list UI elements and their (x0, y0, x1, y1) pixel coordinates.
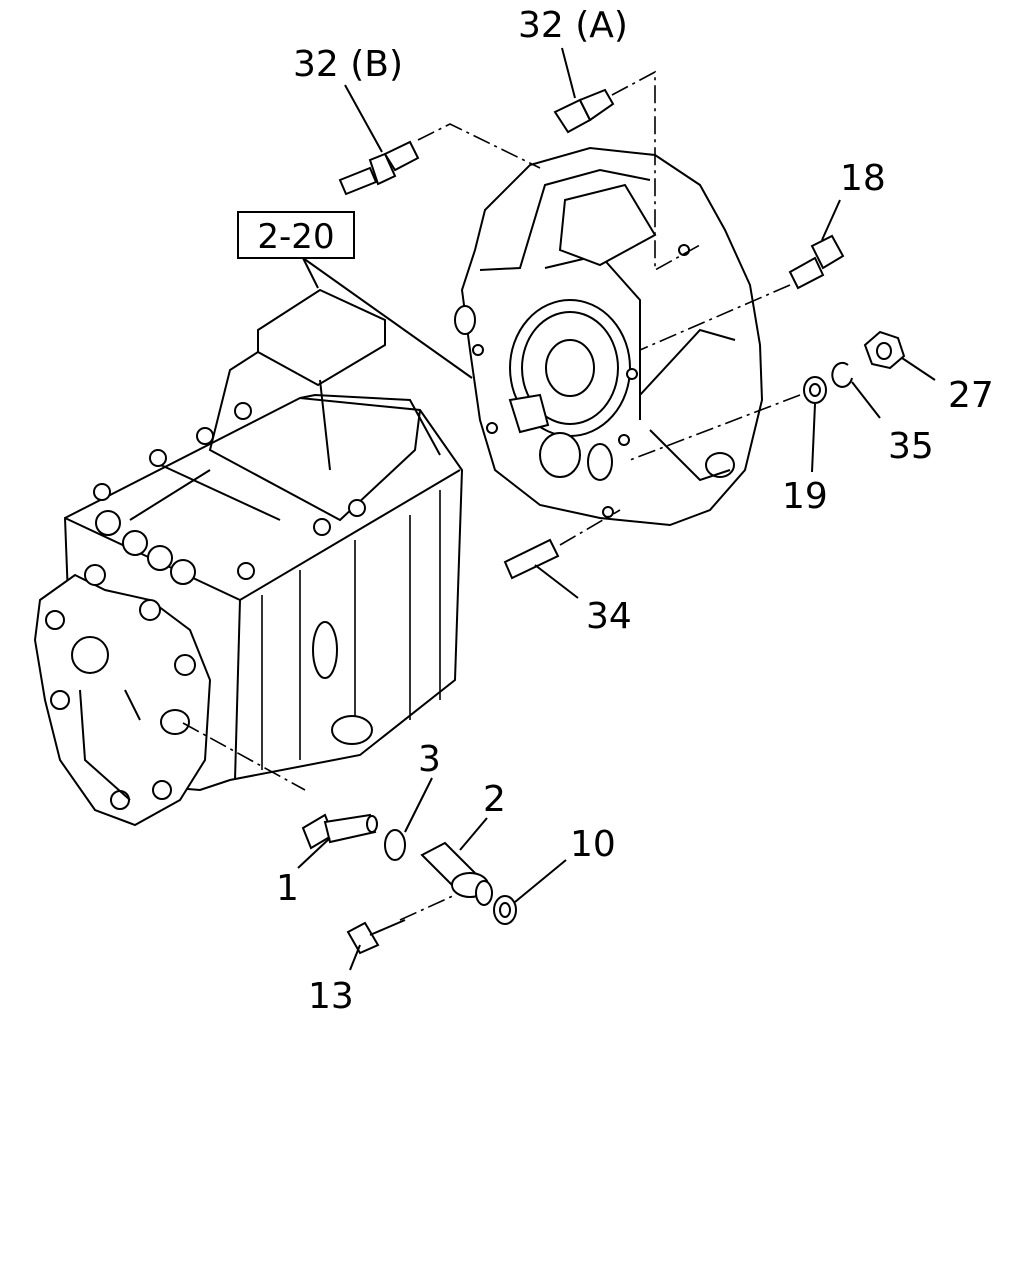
part-label-27: 27 (948, 375, 994, 416)
part-label-18: 18 (840, 158, 886, 199)
bolt-18 (788, 234, 845, 290)
callout-leaders (297, 47, 936, 971)
bolt-32a (553, 88, 615, 134)
o-ring-3 (384, 829, 406, 861)
clutch-housing (454, 146, 764, 527)
part-label-19: 19 (782, 476, 828, 517)
part-label-2: 2 (483, 779, 506, 820)
part-label-32a: 32 (A) (518, 5, 628, 46)
part-label-3: 3 (418, 739, 441, 780)
stud-34 (503, 538, 560, 580)
ring-10 (493, 895, 517, 925)
clip-35 (831, 361, 853, 388)
part-label-35: 35 (888, 426, 934, 467)
reference-label: 2-20 (257, 217, 334, 257)
alignment-lines (182, 70, 801, 921)
stud-32b (338, 140, 420, 196)
part-label-13: 13 (308, 976, 354, 1017)
part-label-32b: 32 (B) (293, 44, 403, 85)
transmission-case (33, 288, 464, 827)
part-label-1: 1 (276, 868, 299, 909)
sensor-2 (420, 841, 493, 906)
reference-box-2-20: 2-20 (237, 211, 355, 259)
nut-27 (863, 330, 906, 370)
washer-19 (803, 376, 827, 404)
shaft-1 (301, 813, 378, 850)
part-label-34: 34 (586, 596, 632, 637)
part-label-10: 10 (570, 824, 616, 865)
screw-13 (346, 919, 406, 955)
